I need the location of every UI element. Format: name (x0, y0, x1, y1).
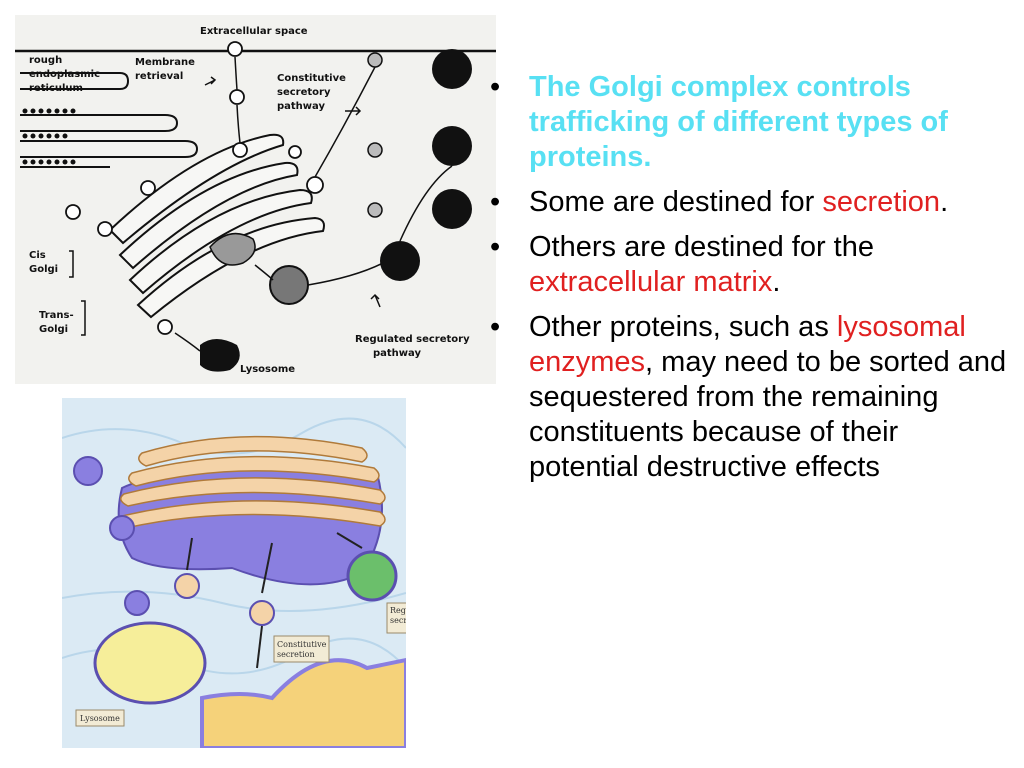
vesicle (73, 456, 103, 486)
highlighted-term: lysosomal enzymes (529, 311, 966, 378)
bullet-item: • Others are destined for the extracellul… (486, 230, 1011, 300)
transport-vesicle (174, 573, 200, 599)
bullet-dot: • (490, 231, 501, 263)
ribosomes (22, 108, 76, 165)
plasma-membrane (200, 657, 408, 750)
bullet-text: . (940, 186, 949, 218)
label-regulated-secretion-2: secretion (390, 616, 406, 625)
label-constitutive-secretion-1: Constitutive (277, 640, 327, 649)
golgi-cisternae-colored (118, 435, 386, 529)
transport-vesicles (65, 41, 324, 335)
lysosome-organelle (93, 621, 207, 705)
label-regulated-2: pathway (373, 348, 421, 359)
condensing-vacuole (209, 232, 256, 266)
golgi-brackets (69, 250, 86, 336)
bullet-dot: • (490, 311, 501, 343)
label-lysosome: Lysosome (240, 364, 295, 375)
label-regulated-secretion-1: Regulated (390, 606, 406, 615)
bullet-dot: • (490, 71, 501, 103)
label-lysosome: Lysosome (80, 714, 120, 723)
bullet-text: , may need to be sorted and sequestered … (529, 346, 1007, 483)
secretory-pathway-drawing: Extracellular space (15, 26, 496, 375)
label-constitutive-2: secretory (277, 87, 331, 98)
golgi-cisternae (108, 133, 325, 319)
highlighted-term: extracellular matrix (529, 266, 773, 298)
bullet-item: • Other proteins, such as lysosomal enzym… (486, 310, 1011, 485)
label-constitutive-secretion-box (273, 635, 330, 663)
label-regulated-1: Regulated secretory (355, 334, 470, 345)
secretory-granules (380, 49, 472, 281)
golgi-secretory-pathway-diagram: Extracellular space (15, 15, 496, 384)
headline-text: The Golgi complex controls trafficking o… (529, 71, 948, 173)
label-extracellular-space: Extracellular space (200, 26, 308, 37)
immature-secretory-granule (269, 265, 309, 305)
label-membrane-retrieval-1: Membrane (135, 57, 195, 68)
bullet-text: Others are destined for the (529, 231, 874, 263)
golgi-color-drawing: Regulated secretion Constitutive secreti… (61, 417, 440, 750)
label-constitutive-secretion-2: secretion (277, 650, 315, 659)
rough-endoplasmic-reticulum (20, 72, 199, 168)
label-rough-er-2: endoplasmic (29, 69, 100, 80)
bullet-dot: • (490, 186, 501, 218)
bullet-item: • The Golgi complex controls trafficking … (486, 70, 1011, 175)
bullet-list: • The Golgi complex controls trafficking … (486, 70, 1011, 495)
bullet-text: Some are destined for (529, 186, 823, 218)
label-constitutive-3: pathway (277, 101, 325, 112)
label-rough-er-1: rough (29, 55, 62, 66)
bullet-text: . (772, 266, 781, 298)
secretion-arrows (186, 532, 363, 669)
vesicle (124, 590, 150, 616)
pathway-arrows (174, 56, 453, 352)
transport-vesicle (249, 600, 275, 626)
bullet-item: • Some are destined for secretion. (486, 185, 1011, 220)
vesicle (109, 515, 135, 541)
label-cis-golgi-1: Cis (29, 250, 46, 261)
label-cis-golgi-2: Golgi (29, 264, 58, 275)
label-lysosome-box (75, 709, 125, 727)
secretory-granule (346, 550, 398, 602)
label-rough-er-3: reticulum (29, 83, 83, 94)
highlighted-term: secretion (822, 186, 941, 218)
bullet-text: Other proteins, such as (529, 311, 837, 343)
label-trans-golgi-1: Trans- (39, 310, 74, 321)
label-membrane-retrieval-2: retrieval (135, 71, 183, 82)
label-constitutive-1: Constitutive (277, 73, 346, 84)
lysosome-organelle (200, 339, 240, 372)
label-trans-golgi-2: Golgi (39, 324, 68, 335)
golgi-illustration: Regulated secretion Constitutive secreti… (61, 398, 440, 750)
